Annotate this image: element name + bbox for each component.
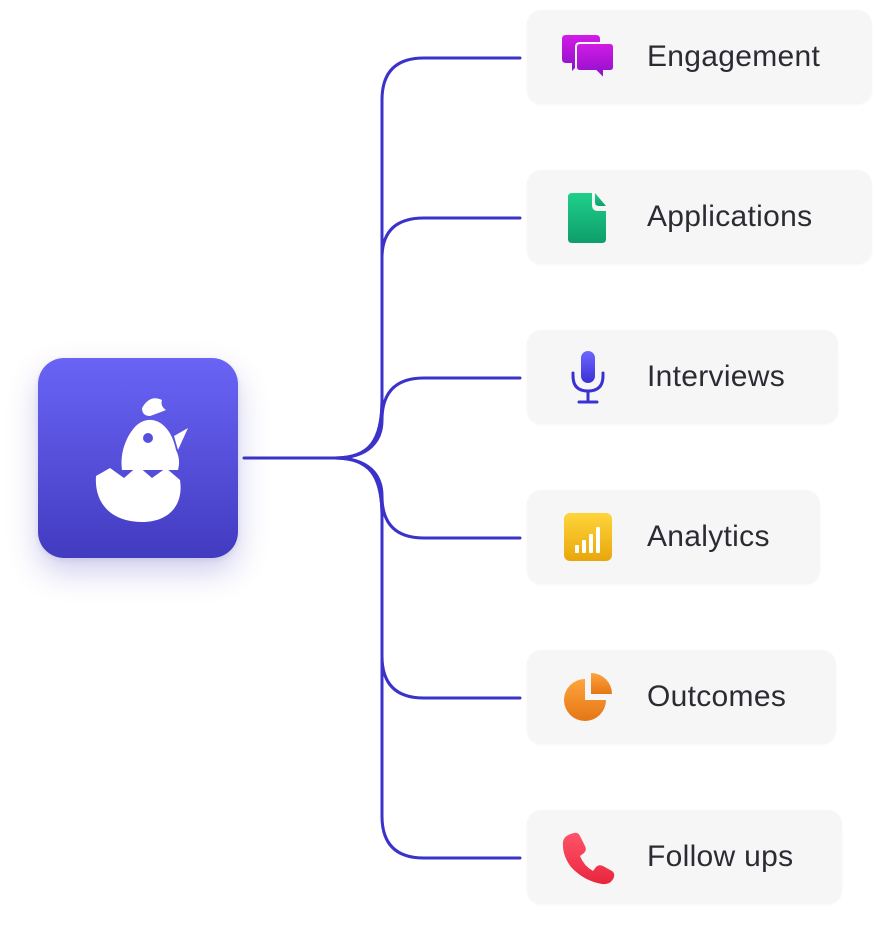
follow-ups-card[interactable]: Follow ups — [527, 810, 842, 904]
follow-ups-label: Follow ups — [647, 840, 794, 873]
connector-branch-follow-ups — [333, 456, 522, 860]
analytics-label: Analytics — [647, 520, 770, 553]
connector-branch-engagement — [333, 56, 522, 460]
connector-branch-analytics — [333, 456, 522, 540]
connector-branch-outcomes — [333, 456, 522, 700]
document-icon — [560, 189, 616, 245]
chat-bubbles-icon — [560, 29, 616, 85]
app-logo-tile — [38, 358, 238, 558]
phone-icon — [560, 829, 616, 885]
hatching-chick-icon — [95, 398, 188, 522]
engagement-label: Engagement — [647, 40, 821, 73]
applications-label: Applications — [647, 200, 813, 233]
microphone-icon — [560, 349, 616, 405]
pie-chart-icon — [560, 669, 616, 725]
outcomes-label: Outcomes — [647, 680, 787, 713]
outcomes-card[interactable]: Outcomes — [527, 650, 836, 744]
applications-card[interactable]: Applications — [527, 170, 872, 264]
connector-branch-interviews — [333, 376, 522, 460]
connector-branch-applications — [333, 216, 522, 460]
analytics-card[interactable]: Analytics — [527, 490, 820, 584]
interviews-label: Interviews — [647, 360, 786, 393]
interviews-card[interactable]: Interviews — [527, 330, 838, 424]
engagement-card[interactable]: Engagement — [527, 10, 872, 104]
bar-chart-icon — [560, 509, 616, 565]
